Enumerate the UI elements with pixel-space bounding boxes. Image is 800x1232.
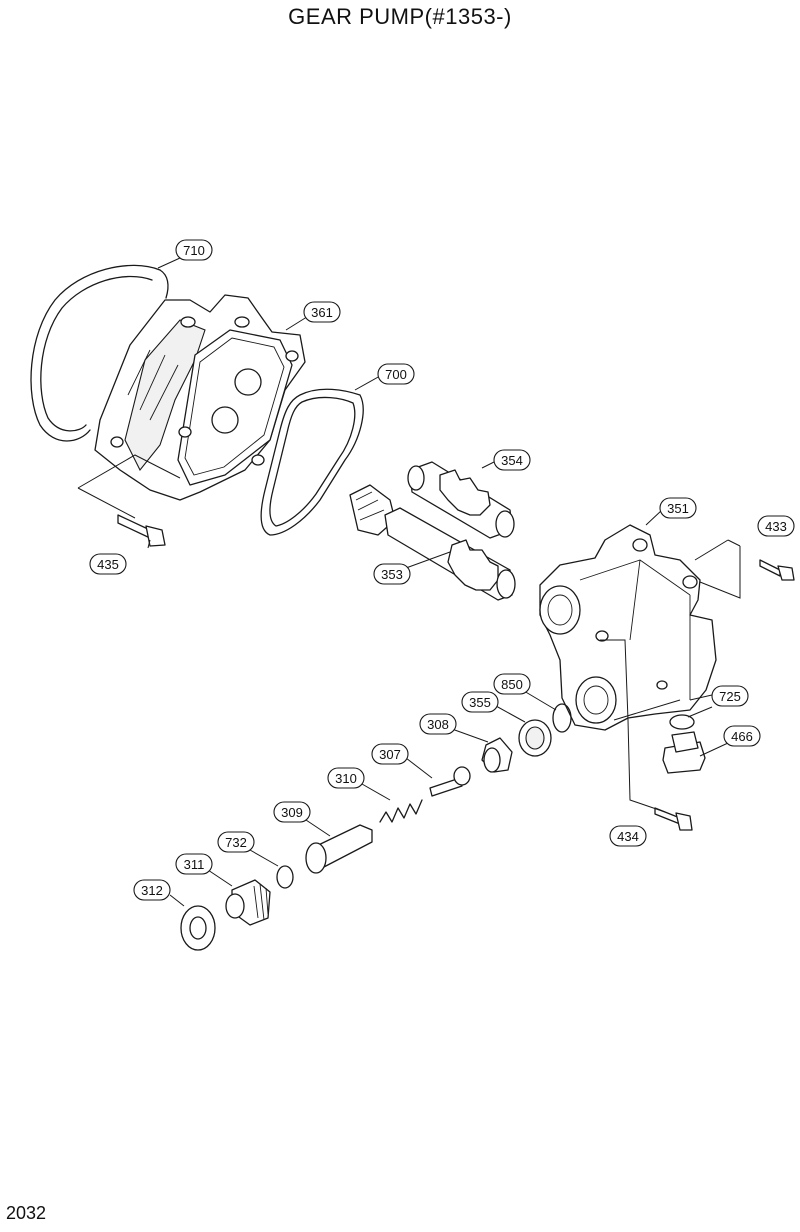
gasket-700 (260, 388, 364, 536)
poppet-307 (429, 766, 471, 797)
svg-text:700: 700 (385, 367, 407, 382)
svg-text:355: 355 (469, 695, 491, 710)
o-ring-725 (669, 714, 695, 730)
plug-466 (662, 731, 706, 774)
svg-text:361: 361 (311, 305, 333, 320)
callout-312: 312 (133, 879, 171, 901)
o-ring-710 (30, 264, 169, 442)
callout-308: 308 (419, 713, 457, 735)
washer-312 (180, 905, 216, 951)
pump-body-351 (539, 524, 717, 731)
callout-466: 466 (723, 725, 761, 747)
bolt-434 (654, 807, 693, 831)
bolt-433 (759, 559, 795, 581)
callout-732: 732 (217, 831, 255, 853)
snap-ring-850 (552, 703, 572, 733)
sleeve-308 (481, 737, 513, 773)
callout-311: 311 (175, 853, 213, 875)
callout-725: 725 (711, 685, 749, 707)
callout-354: 354 (493, 449, 531, 471)
svg-text:312: 312 (141, 883, 163, 898)
svg-text:732: 732 (225, 835, 247, 850)
o-ring-732 (276, 865, 294, 889)
callout-351: 351 (659, 497, 697, 519)
callout-850: 850 (493, 673, 531, 695)
bearing-355 (518, 719, 552, 757)
plug-311 (225, 879, 271, 926)
callout-435: 435 (89, 553, 127, 575)
svg-text:466: 466 (731, 729, 753, 744)
callout-353: 353 (373, 563, 411, 585)
svg-text:850: 850 (501, 677, 523, 692)
callout-355: 355 (461, 691, 499, 713)
callout-433: 433 (757, 515, 795, 537)
svg-text:725: 725 (719, 689, 741, 704)
diagram-title: GEAR PUMP(#1353-) (288, 4, 512, 29)
gear-shaft-354 (407, 461, 515, 539)
housing-cover-361 (94, 294, 306, 501)
svg-text:435: 435 (97, 557, 119, 572)
page-number: 2032 (6, 1203, 47, 1223)
svg-text:307: 307 (379, 747, 401, 762)
svg-text:308: 308 (427, 717, 449, 732)
callout-361: 361 (303, 301, 341, 323)
plunger-309 (305, 824, 373, 874)
gear-shaft-353 (349, 484, 516, 601)
leader-lines (77, 257, 741, 907)
callout-434: 434 (609, 825, 647, 847)
svg-text:309: 309 (281, 805, 303, 820)
spring-310 (379, 799, 423, 823)
callout-309: 309 (273, 801, 311, 823)
callout-710: 710 (175, 239, 213, 261)
svg-text:351: 351 (667, 501, 689, 516)
svg-text:710: 710 (183, 243, 205, 258)
svg-text:434: 434 (617, 829, 639, 844)
callout-307: 307 (371, 743, 409, 765)
svg-text:311: 311 (184, 857, 205, 872)
callout-310: 310 (327, 767, 365, 789)
svg-text:433: 433 (765, 519, 787, 534)
svg-text:353: 353 (381, 567, 403, 582)
svg-text:354: 354 (501, 453, 523, 468)
callout-700: 700 (377, 363, 415, 385)
bolt-435 (117, 514, 166, 547)
svg-text:310: 310 (335, 771, 357, 786)
